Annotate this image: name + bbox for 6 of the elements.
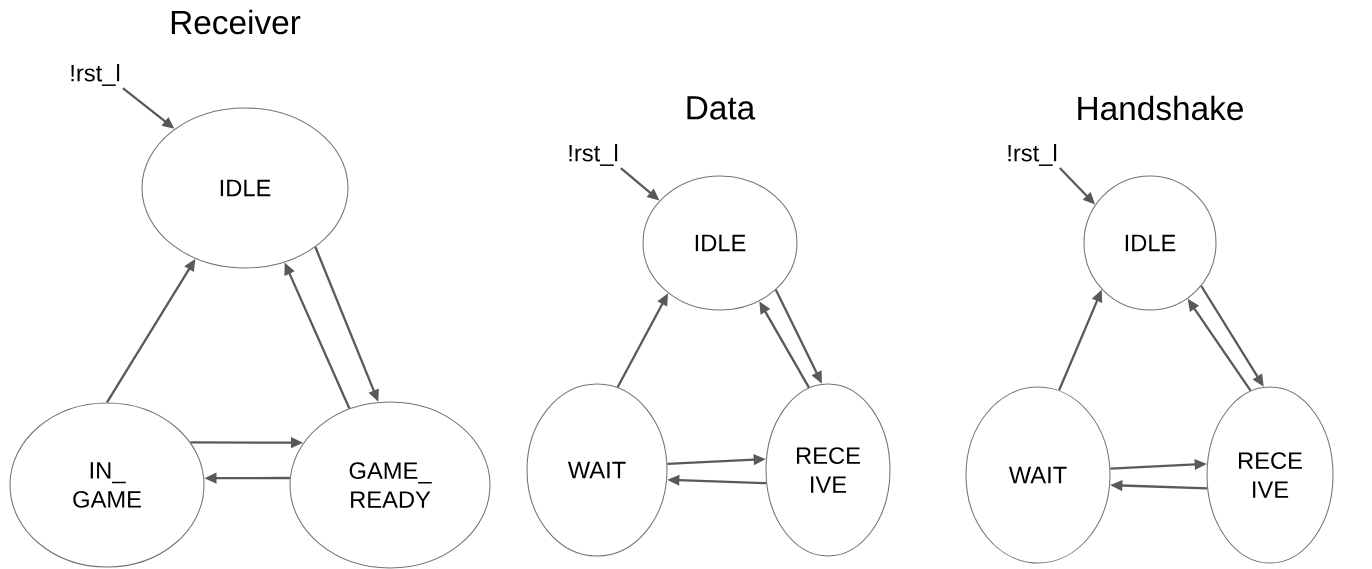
reset-label: !rst_l	[71, 64, 120, 86]
section-heading: Handshake	[1078, 95, 1243, 121]
reset-label: !rst_l	[569, 144, 618, 166]
reset-label: !rst_l	[1008, 144, 1057, 166]
section-heading: Data	[687, 96, 756, 120]
section-heading: Receiver	[171, 9, 301, 35]
